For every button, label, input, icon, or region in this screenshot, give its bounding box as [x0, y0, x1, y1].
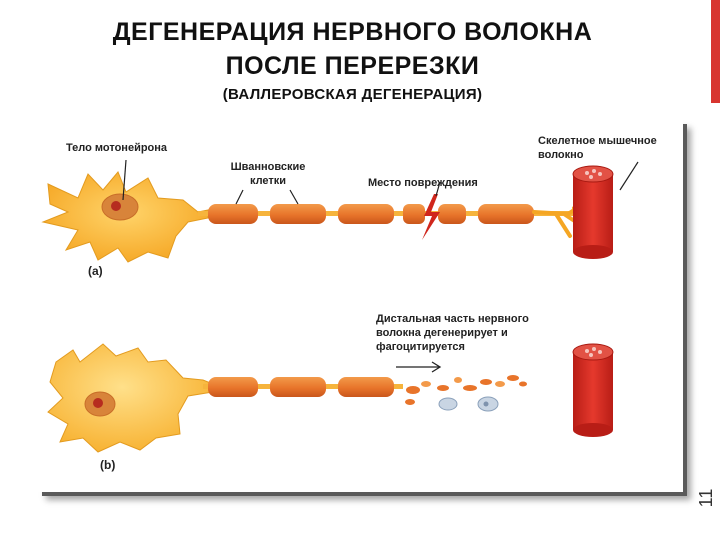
label-distal-degenerates: Дистальная часть нервного волокна дегене…: [376, 313, 529, 353]
muscle-fiber-a: [572, 165, 614, 259]
neuron-illustration: [41, 159, 639, 453]
schwann-cells-b: [208, 377, 394, 397]
slide-title-line-2: ПОСЛЕ ПЕРЕРЕЗКИ: [225, 52, 480, 80]
degeneration-debris: [405, 375, 527, 412]
motoneuron-body-b: [47, 343, 214, 453]
label-injury-site: Место повреждения: [368, 177, 478, 189]
muscle-fiber-b: [572, 343, 614, 437]
panel-b-neuron: [47, 343, 403, 453]
label-schwann-cells: Шванновские клетки: [230, 161, 306, 187]
injury-lightning-icon: [422, 194, 440, 240]
arrow-right-icon: [396, 361, 442, 373]
slide-title-line-1: ДЕГЕНЕРАЦИЯ НЕРВНОГО ВОЛОКНА: [112, 18, 593, 46]
label-muscle-fiber: Скелетное мышечное волокно: [538, 135, 657, 161]
accent-bar: [711, 0, 720, 103]
wallerian-degeneration-figure: Тело мотонейрона Шванновские клетки Мест…: [8, 112, 690, 495]
pointer-lines-a: [122, 159, 639, 205]
label-motoneuron-body: Тело мотонейрона: [66, 142, 168, 154]
panel-a-letter: (a): [88, 264, 103, 278]
panel-b-letter: (b): [100, 458, 116, 472]
slide-number: 11: [696, 488, 716, 508]
slide-subtitle: (ВАЛЛЕРОВСКАЯ ДЕГЕНЕРАЦИЯ): [222, 86, 483, 103]
schwann-cells-a: [208, 204, 534, 224]
